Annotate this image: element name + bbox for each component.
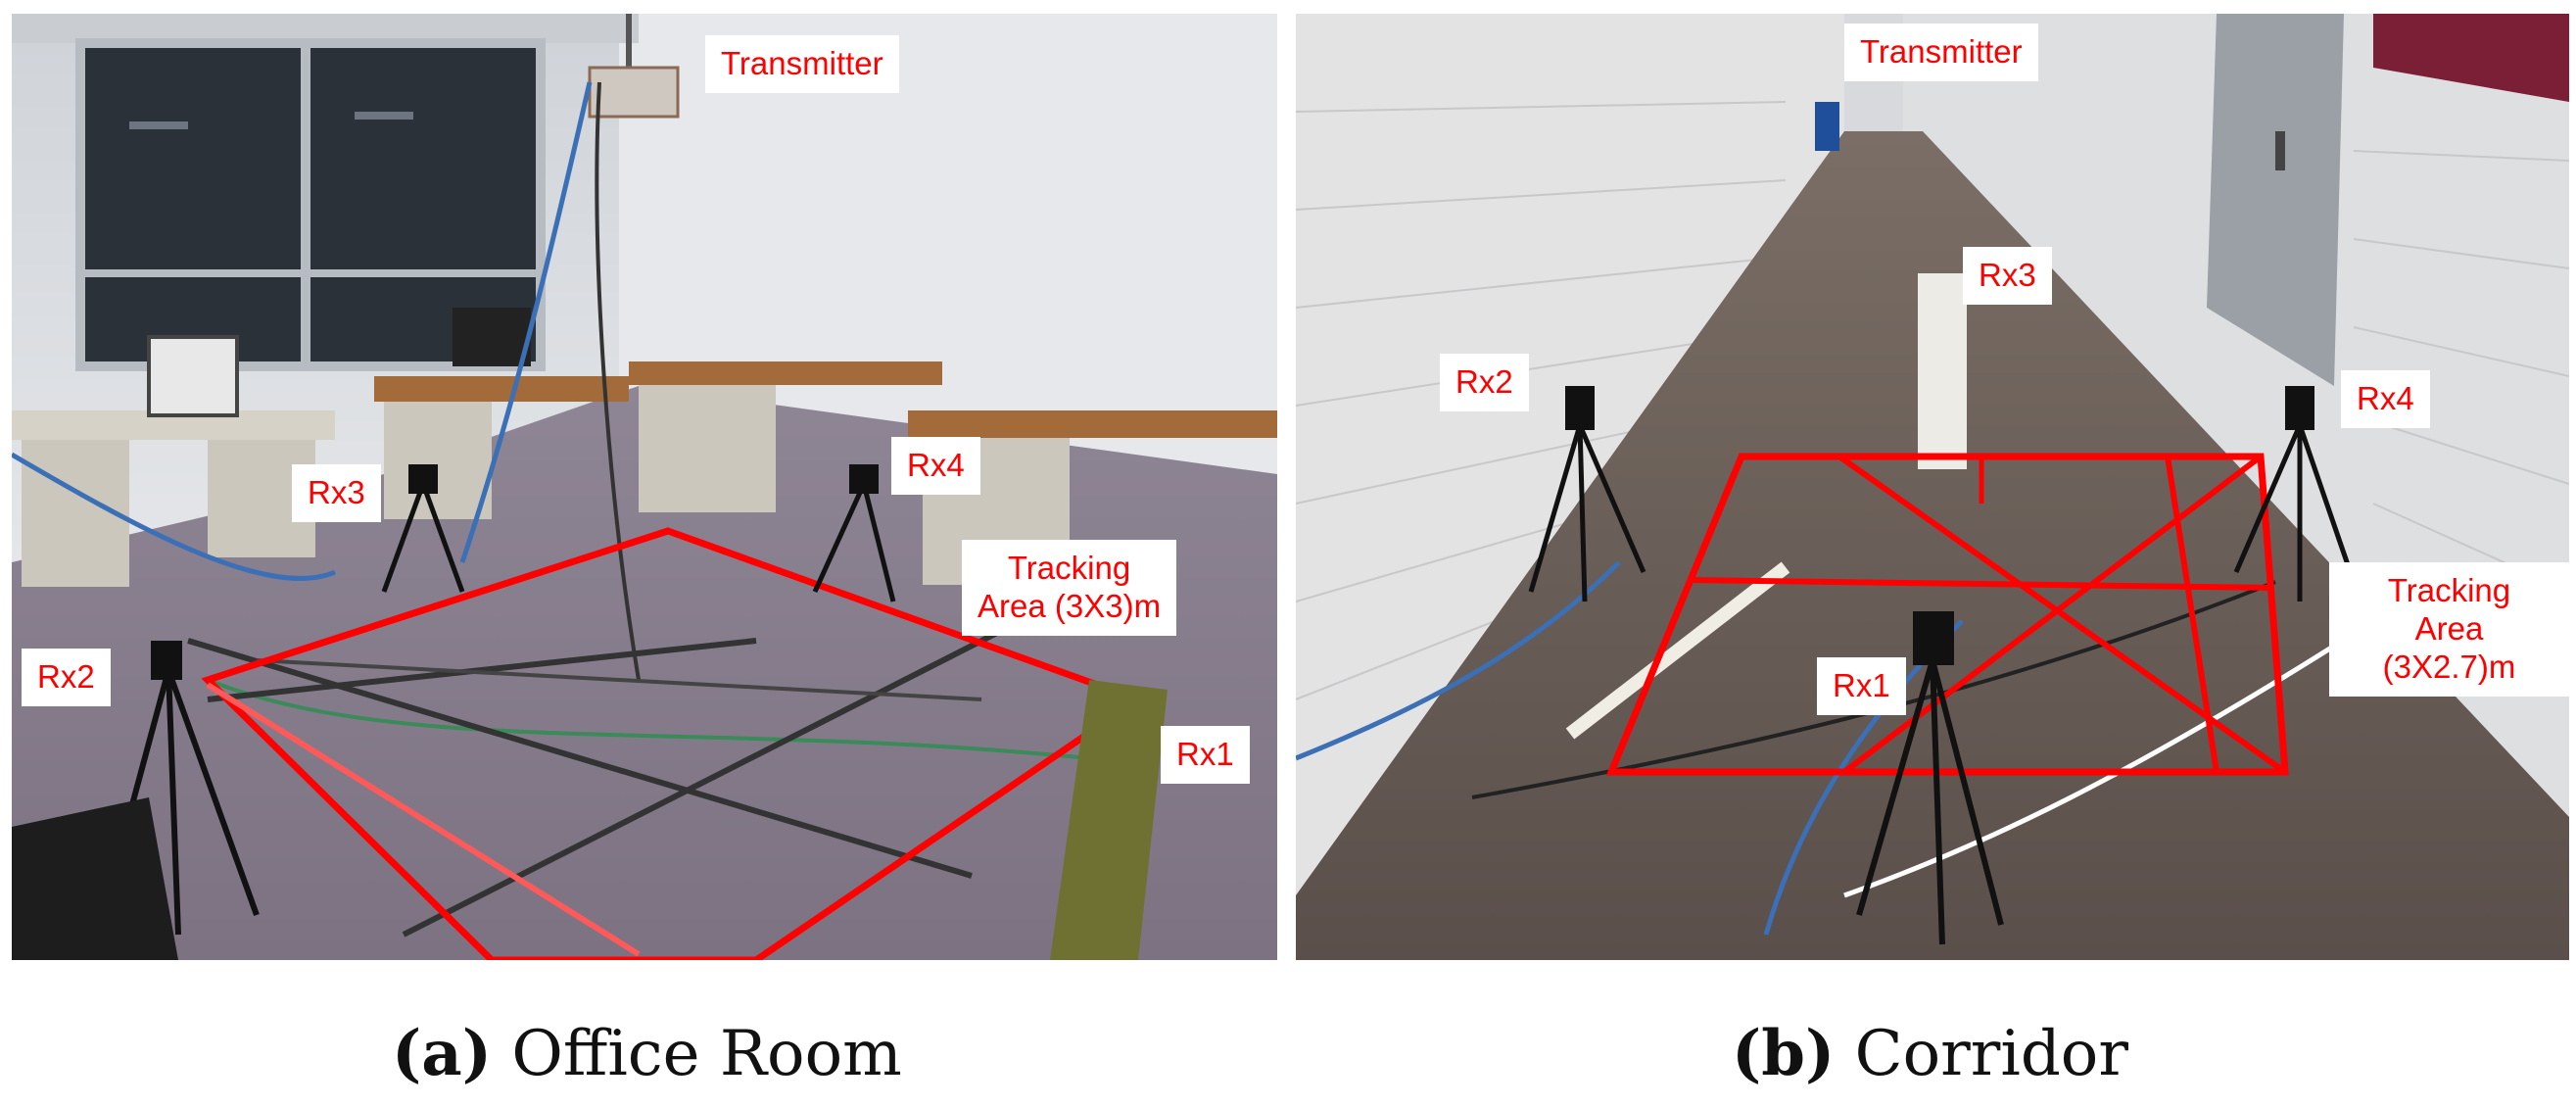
rx4-label: Rx4 <box>2341 370 2430 428</box>
transmitter-label: Transmitter <box>705 35 899 93</box>
caption-a-text: Office Room <box>511 1018 902 1090</box>
corridor-scene <box>1296 14 2569 960</box>
rx2-label: Rx2 <box>1440 354 1529 411</box>
caption-b-letter: (b) <box>1732 1017 1836 1090</box>
caption-a: (a) Office Room <box>392 1017 902 1090</box>
tracking-area-label-line1: Tracking <box>2387 572 2511 608</box>
rx3-label: Rx3 <box>1963 247 2052 305</box>
rx1-label: Rx1 <box>1161 726 1250 784</box>
rx2-label: Rx2 <box>22 649 111 706</box>
rx1-label: Rx1 <box>1817 657 1906 715</box>
caption-a-letter: (a) <box>392 1017 493 1090</box>
tracking-area-label-line2: Area <box>2414 609 2484 647</box>
office-room-scene <box>12 14 1277 960</box>
caption-b-text: Corridor <box>1854 1018 2128 1090</box>
rx4-label: Rx4 <box>891 437 980 495</box>
tracking-area-label: Tracking Area (3X2.7)m <box>2329 562 2569 697</box>
rx3-label: Rx3 <box>292 464 381 522</box>
corridor-photo: Transmitter Rx3 Rx2 Rx4 Rx1 Tracking Are… <box>1296 14 2569 960</box>
office-room-photo: Transmitter Rx3 Rx4 Rx2 Rx1 Tracking Are… <box>12 14 1277 960</box>
caption-b: (b) Corridor <box>1732 1017 2128 1090</box>
tracking-area-label-line1: Tracking <box>1007 550 1131 586</box>
tracking-area-label-line2: Area (3X3)m <box>978 587 1162 624</box>
transmitter-label: Transmitter <box>1844 24 2038 81</box>
tracking-area-label: Tracking Area (3X3)m <box>962 540 1177 636</box>
tracking-area-label-line3: (3X2.7)m <box>2382 648 2516 685</box>
